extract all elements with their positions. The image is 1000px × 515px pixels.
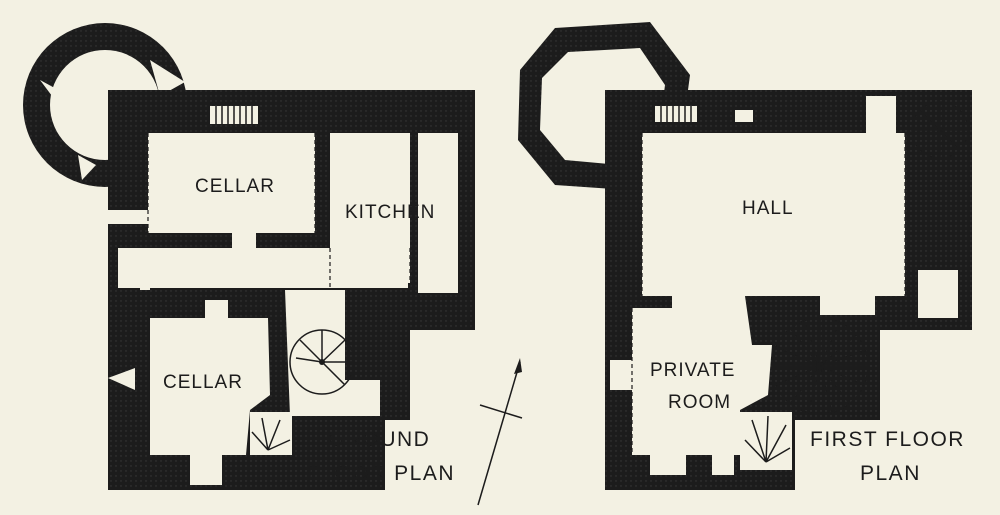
first-private-room-label-line1: PRIVATE — [650, 360, 735, 381]
ground-floor-caption-line2: FLOOR PLAN — [307, 462, 455, 485]
ground-floor-caption-line1: GROUND — [328, 428, 430, 451]
first-floor-plan: HALL PRIVATE ROOM FIRST FLOOR PLAN — [518, 22, 972, 490]
north-arrow-icon — [477, 358, 523, 506]
first-private-room-label-line2: ROOM — [668, 392, 731, 413]
first-hall-room — [642, 133, 905, 315]
first-private-room — [632, 296, 772, 455]
first-spiral-stair-icon — [771, 317, 869, 415]
ground-cellar-upper-room — [148, 133, 315, 233]
ground-kitchen-label: KITCHEN — [345, 202, 435, 223]
first-lower-spiral-stair-icon — [740, 412, 792, 470]
first-floor-caption-line1: FIRST FLOOR — [810, 428, 965, 451]
first-small-spiral-stair-icon — [911, 101, 969, 159]
first-straight-stair-icon — [655, 106, 697, 122]
ground-small-spiral-stair-icon — [250, 412, 292, 455]
ground-spiral-stair-icon — [285, 290, 380, 416]
ground-cellar-lower-label: CELLAR — [163, 372, 243, 393]
ground-straight-stair-icon — [210, 106, 258, 124]
first-floor-caption-line2: PLAN — [860, 462, 921, 485]
ground-cellar-upper-label: CELLAR — [195, 176, 275, 197]
ground-floor-plan: CELLAR KITCHEN CELLAR GROUND FLOOR PLAN — [23, 23, 475, 490]
first-hall-label: HALL — [742, 198, 794, 219]
ground-cellar-lower-room — [150, 300, 270, 455]
